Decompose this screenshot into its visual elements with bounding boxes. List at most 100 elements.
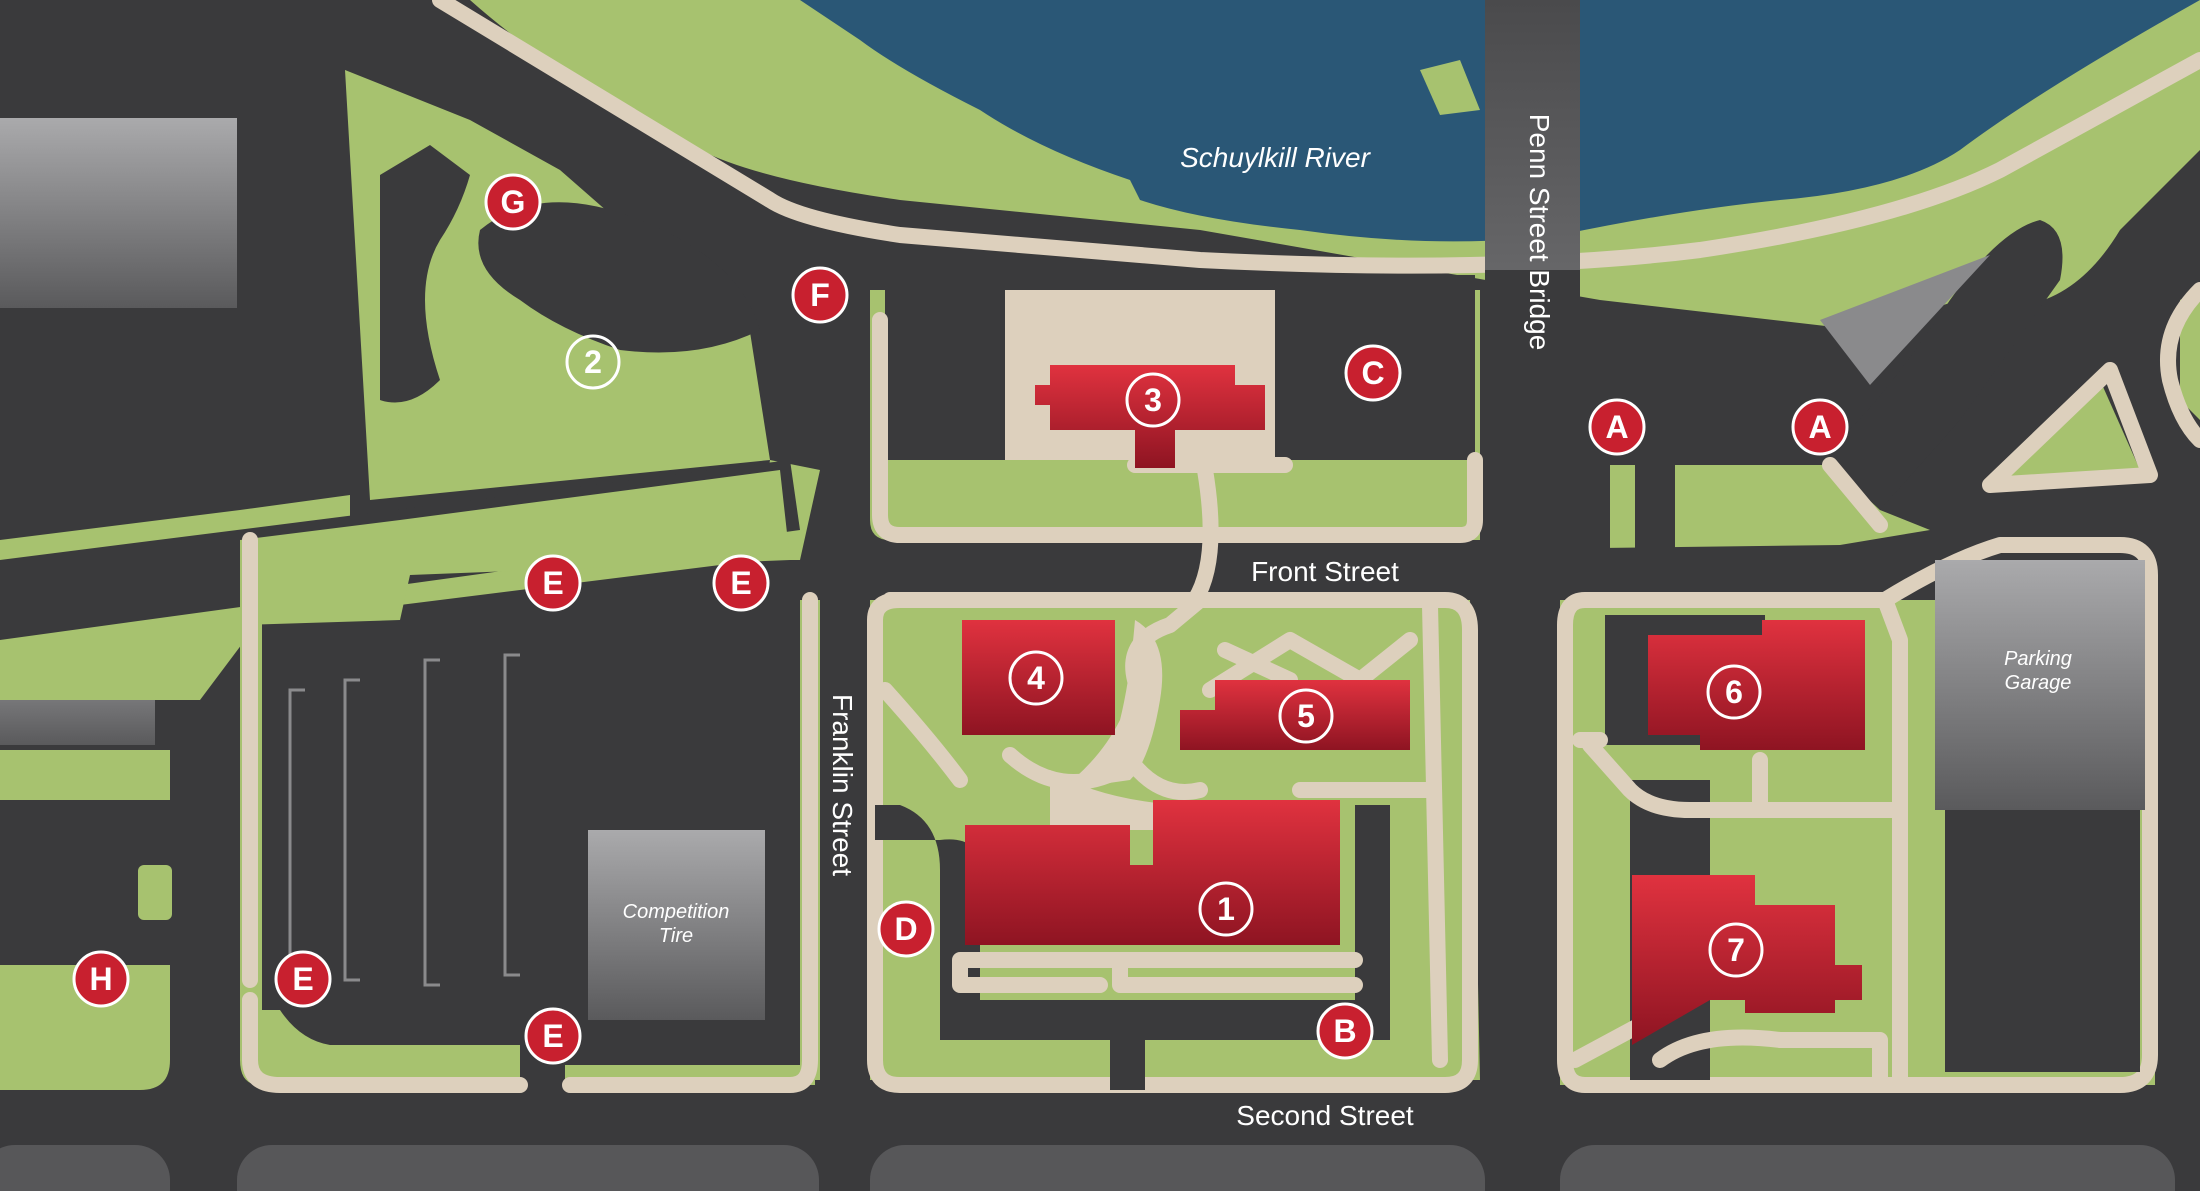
marker-b-2-label: B	[1333, 1013, 1356, 1049]
building-3-number[interactable]: 3	[1125, 372, 1181, 428]
grass-lot-bottom	[240, 1010, 520, 1085]
marker-a-0-label: A	[1605, 409, 1628, 445]
south-block-1	[0, 1145, 170, 1191]
west-building-upper	[0, 118, 237, 308]
east-gray-triangle	[1820, 255, 1990, 385]
marker-e-6-circle	[274, 950, 332, 1008]
marker-e-7-circle	[524, 1007, 582, 1065]
building-4	[962, 620, 1115, 735]
river-label: Schuylkill River	[1180, 142, 1371, 173]
parking-garage	[1935, 560, 2145, 810]
bridge-label: Penn Street Bridge	[1524, 114, 1555, 351]
building-5	[1180, 680, 1410, 750]
building-5-number-circle	[1278, 688, 1334, 744]
marker-e-5-circle	[712, 554, 770, 612]
marker-g-10-circle	[484, 173, 542, 231]
building-1-number-label: 1	[1217, 891, 1235, 927]
building-1-number-circle	[1198, 881, 1254, 937]
building-3-number-label: 3	[1144, 382, 1162, 418]
building-6-number[interactable]: 6	[1706, 664, 1762, 720]
marker-b-2[interactable]: B	[1316, 1002, 1374, 1060]
marker-c-3[interactable]: C	[1344, 344, 1402, 402]
marker-e-5[interactable]: E	[712, 554, 770, 612]
east-curve-road	[1820, 220, 2063, 510]
lot-building-3-west	[885, 255, 1005, 460]
south-block-3	[870, 1145, 1485, 1191]
main-block-bottom-road	[1110, 1040, 1145, 1090]
building-5-number[interactable]: 5	[1278, 688, 1334, 744]
walkway-main-block-perimeter	[867, 592, 1478, 1093]
building-2-number-circle	[565, 334, 621, 390]
building-1	[965, 800, 1340, 945]
marker-e-7[interactable]: E	[524, 1007, 582, 1065]
building-1-number[interactable]: 1	[1198, 881, 1254, 937]
walkway-east-block-perimeter	[1557, 537, 2158, 1093]
road-a-lane	[1635, 465, 1675, 550]
competition-tire-label-2: Tire	[659, 925, 693, 947]
building-3-number-circle	[1125, 372, 1181, 428]
marker-a-1-label: A	[1808, 409, 1831, 445]
marker-g-10-label: G	[501, 184, 526, 220]
lot-building-2	[380, 145, 470, 403]
lot-building-2-loop	[478, 202, 760, 353]
marker-f-9[interactable]: F	[791, 266, 849, 324]
walkway-east-diagonal	[1822, 457, 1888, 533]
walkway-east-triangle	[1982, 362, 2158, 493]
building-2-number[interactable]: 2	[565, 334, 621, 390]
building-6-number-circle	[1706, 664, 1762, 720]
building-5-number-label: 5	[1297, 698, 1315, 734]
walkway-east-curve	[2160, 282, 2200, 448]
building-7-number[interactable]: 7	[1708, 922, 1764, 978]
building-7-number-circle	[1708, 922, 1764, 978]
marker-h-11-circle	[72, 950, 130, 1008]
marker-e-8-label: E	[542, 565, 563, 601]
walkway-block-3	[872, 312, 1483, 543]
competition-tire-building	[588, 830, 765, 1020]
bridge-lower-road	[1485, 270, 1580, 460]
marker-h-11[interactable]: H	[72, 950, 130, 1008]
river-island	[1420, 60, 1480, 115]
second-street-label: Second Street	[1236, 1100, 1414, 1131]
marker-b-2-circle	[1316, 1002, 1374, 1060]
marker-e-8-circle	[524, 554, 582, 612]
parking-garage-label-2: Garage	[2005, 672, 2072, 694]
building-2-number-label: 2	[584, 344, 602, 380]
marker-g-10[interactable]: G	[484, 173, 542, 231]
competition-tire-label-1: Competition	[623, 901, 730, 923]
marker-e-7-label: E	[542, 1018, 563, 1054]
south-block-4	[1560, 1145, 2175, 1191]
building-7-number-label: 7	[1727, 932, 1745, 968]
building-number-markers: 1 2 3 4 5 6 7	[565, 334, 1764, 978]
marker-c-3-label: C	[1361, 355, 1384, 391]
marker-a-1-circle	[1791, 398, 1849, 456]
lot-walkway	[242, 532, 818, 1093]
grass-far-west	[0, 750, 170, 800]
marker-f-9-label: F	[810, 277, 830, 313]
parking-garage-lower	[1945, 810, 2140, 1072]
marker-h-11-label: H	[89, 961, 112, 997]
building-6	[1648, 620, 1865, 750]
plaza-central	[1060, 620, 1163, 790]
franklin-street-label: Franklin Street	[827, 694, 858, 876]
marker-e-6-label: E	[292, 961, 313, 997]
marker-a-0-circle	[1588, 398, 1646, 456]
parking-garage-label-1: Parking	[2004, 648, 2072, 670]
marker-e-5-label: E	[730, 565, 751, 601]
grass-west-upper	[0, 495, 350, 565]
south-block-2	[237, 1145, 819, 1191]
marker-a-1[interactable]: A	[1791, 398, 1849, 456]
marker-a-0[interactable]: A	[1588, 398, 1646, 456]
marker-e-6[interactable]: E	[274, 950, 332, 1008]
walkway-building-1-bottom	[952, 952, 1363, 993]
walkway-east-block-interior	[1567, 592, 1908, 1088]
grass-west-island	[138, 865, 172, 920]
building-3	[1035, 365, 1265, 468]
marker-e-8[interactable]: E	[524, 554, 582, 612]
marker-c-3-circle	[1344, 344, 1402, 402]
marker-d-4[interactable]: D	[877, 900, 935, 958]
grass-lot-west	[240, 470, 790, 625]
marker-d-4-circle	[877, 900, 935, 958]
building-4-number[interactable]: 4	[1008, 650, 1064, 706]
road-a-west	[1580, 465, 1610, 550]
